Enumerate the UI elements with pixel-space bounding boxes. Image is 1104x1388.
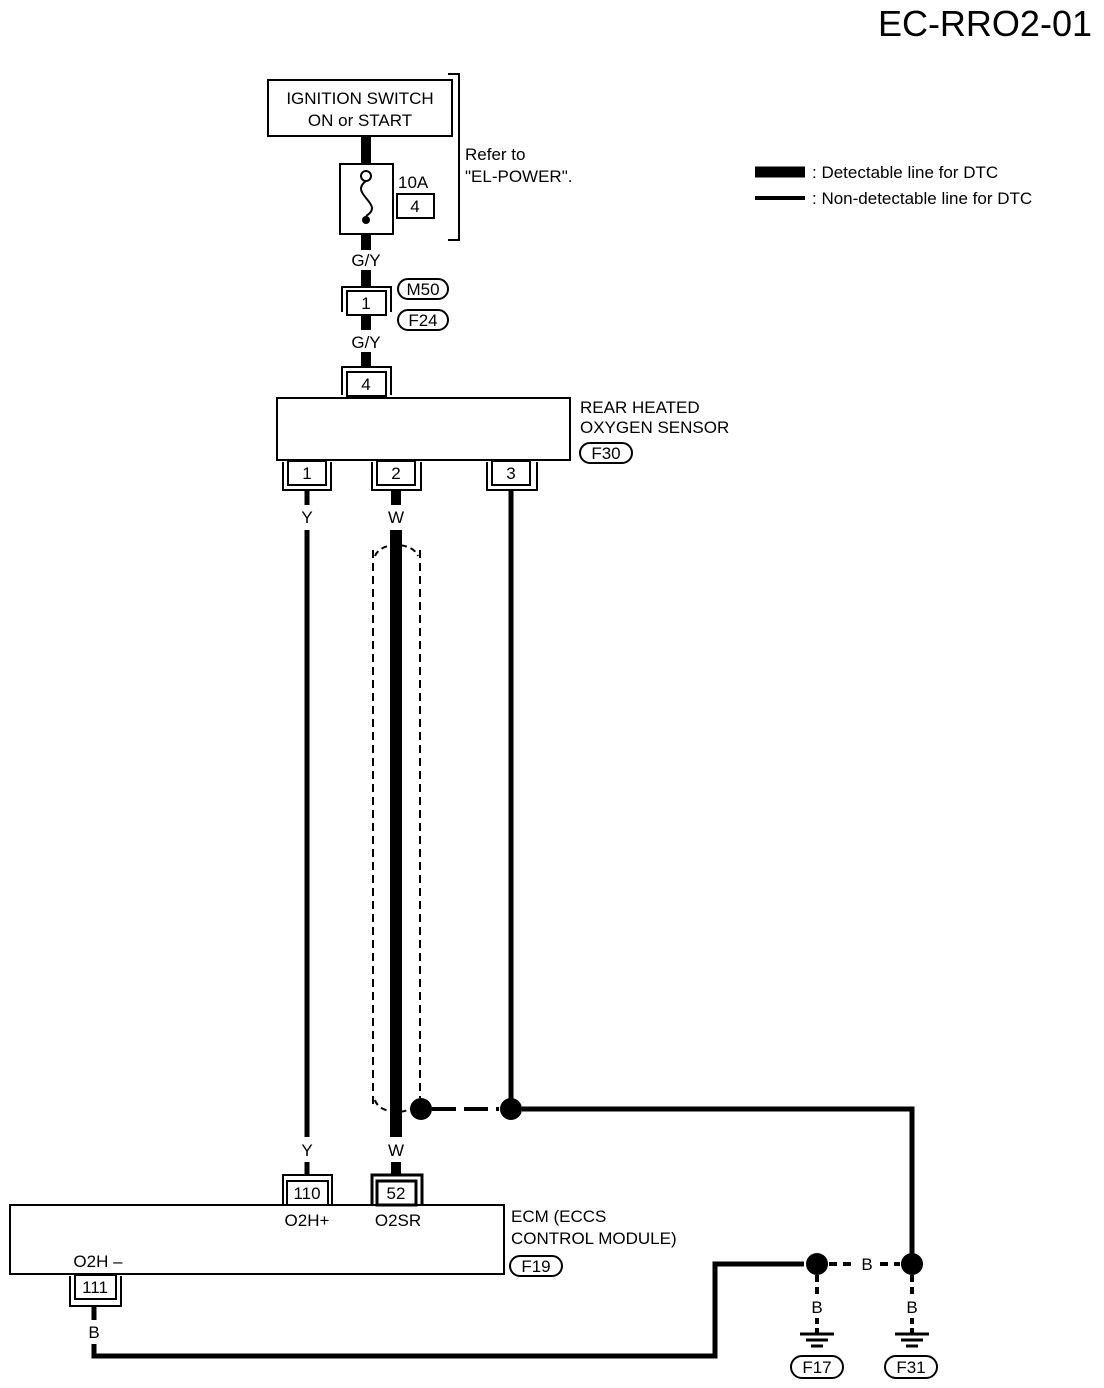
ignition-switch-box [267,79,453,137]
fuse-rating: 10A [398,173,429,192]
sensor-code: F30 [591,444,620,463]
connector-m50-pin-box [346,290,387,316]
ignition-switch-label-2: ON or START [308,111,412,130]
ecm-pin111: 111 [82,1278,108,1297]
sensor-code-badge [579,442,633,464]
fuse-number-box [396,193,435,219]
connector-code-m50-text: M50 [406,280,439,299]
ecm-pin110-box [286,1180,329,1206]
ecm-pin111-label: O2H – [73,1252,123,1271]
sensor-label-2: OXYGEN SENSOR [580,418,729,437]
ecm-pin110-label: O2H+ [285,1211,330,1230]
ecm-pin110-bracket [282,1174,333,1204]
ground-f17-icon [800,1332,834,1348]
wire-y-bottom: Y [301,1141,312,1160]
connector-m50-pin: 1 [361,294,370,313]
sensor-pin4-bracket [341,366,392,395]
sensor-pin3-box [491,460,531,486]
sensor-pin4-box [346,371,387,397]
shield-splice [410,1098,432,1120]
wire-gy-mid: G/Y [351,333,380,352]
ground-splice-f31 [901,1253,923,1275]
ecm-pin52-box [375,1179,418,1207]
connector-m50-bracket [341,286,392,312]
wire-w-bottom: W [388,1141,404,1160]
sensor-pin2: 2 [391,464,400,483]
wire-b-between: B [861,1255,872,1274]
ecm-box [9,1204,505,1275]
fuse-terminal-bottom [362,216,370,224]
refer-label-2: "EL-POWER". [465,167,572,186]
sensor-pin2-box [376,460,416,486]
ecm-pin52-label: O2SR [375,1211,421,1230]
refer-bracket [448,73,460,241]
ecm-pin52-bracket [370,1173,424,1204]
fuse-icon [360,180,373,217]
connector-code-f24-text: F24 [408,311,437,330]
ground-splice-f17 [806,1253,828,1275]
refer-label-1: Refer to [465,145,525,164]
ecm-code: F19 [521,1257,550,1276]
sensor-pin3: 3 [506,464,515,483]
wire-y-top: Y [301,508,312,527]
fuse-terminal-top [360,170,372,182]
sensor-label-1: REAR HEATED [580,398,700,417]
ground-f31-icon [895,1332,929,1348]
shield-top-arc [374,543,419,557]
connector-code-m50 [397,278,449,300]
legend-nondetectable: : Non-detectable line for DTC [812,189,1032,208]
ignition-switch-label-1: IGNITION SWITCH [286,89,433,108]
legend-detectable: : Detectable line for DTC [812,163,998,182]
ecm-label-2: CONTROL MODULE) [511,1229,677,1248]
wire-w-top: W [388,508,404,527]
connector-code-f24 [397,309,449,331]
fuse-number: 4 [410,197,419,216]
ground-wire-right [522,1106,915,1255]
ecm-pin52: 52 [387,1184,406,1203]
wire-b-f31: B [906,1298,917,1317]
pin3-splice [500,1098,522,1120]
ground-f17-code: F17 [802,1358,831,1377]
ecm-code-badge [509,1255,563,1277]
sensor-pin1: 1 [302,464,311,483]
ground-f17-badge [790,1355,844,1379]
ground-f31-code: F31 [896,1358,925,1377]
sensor-pin1-box [287,460,327,486]
wire-b-f17: B [811,1298,822,1317]
ecm-label-1: ECM (ECCS [511,1207,606,1226]
diagram-id: EC-RRO2-01 [878,3,1092,44]
ecm-pin110: 110 [293,1184,320,1203]
sensor-box [276,397,571,461]
ecm-pin111-box [74,1274,117,1300]
wire-gy-top: G/Y [351,251,380,270]
sensor-pin4: 4 [361,375,370,394]
ground-wire-ecm [91,1261,804,1359]
wire-b-ecm: B [88,1323,99,1342]
ground-f31-badge [884,1355,938,1379]
shield-bottom-arc [374,1099,413,1113]
